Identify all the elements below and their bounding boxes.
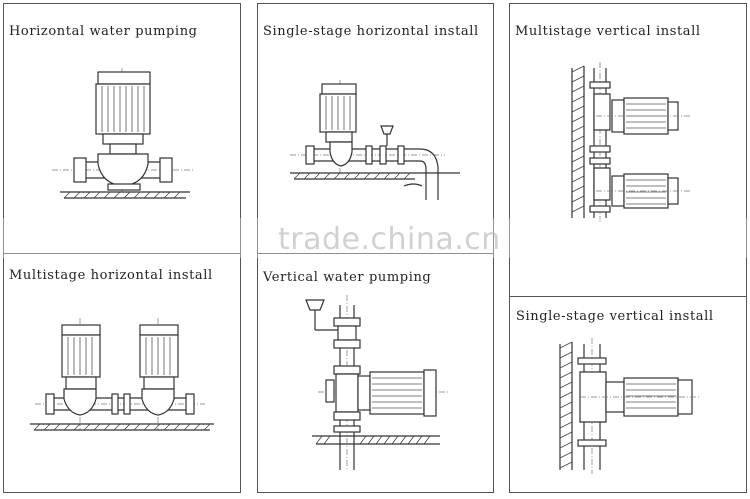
title-single-stage-vertical-install: Single-stage vertical install xyxy=(516,309,714,324)
divider-middle xyxy=(257,253,494,255)
title-horizontal-water-pumping: Horizontal water pumping xyxy=(9,24,198,39)
watermark-text: trade.china.cn xyxy=(278,222,501,257)
title-multistage-horizontal-install: Multistage horizontal install xyxy=(9,268,213,283)
title-multistage-vertical-install: Multistage vertical install xyxy=(515,24,701,39)
watermark-band xyxy=(0,218,750,258)
divider-right xyxy=(509,296,747,298)
divider-left xyxy=(3,253,241,255)
panel-multistage-vertical-install xyxy=(509,3,747,493)
title-single-stage-horizontal-install: Single-stage horizontal install xyxy=(263,24,479,39)
title-vertical-water-pumping: Vertical water pumping xyxy=(263,270,432,285)
